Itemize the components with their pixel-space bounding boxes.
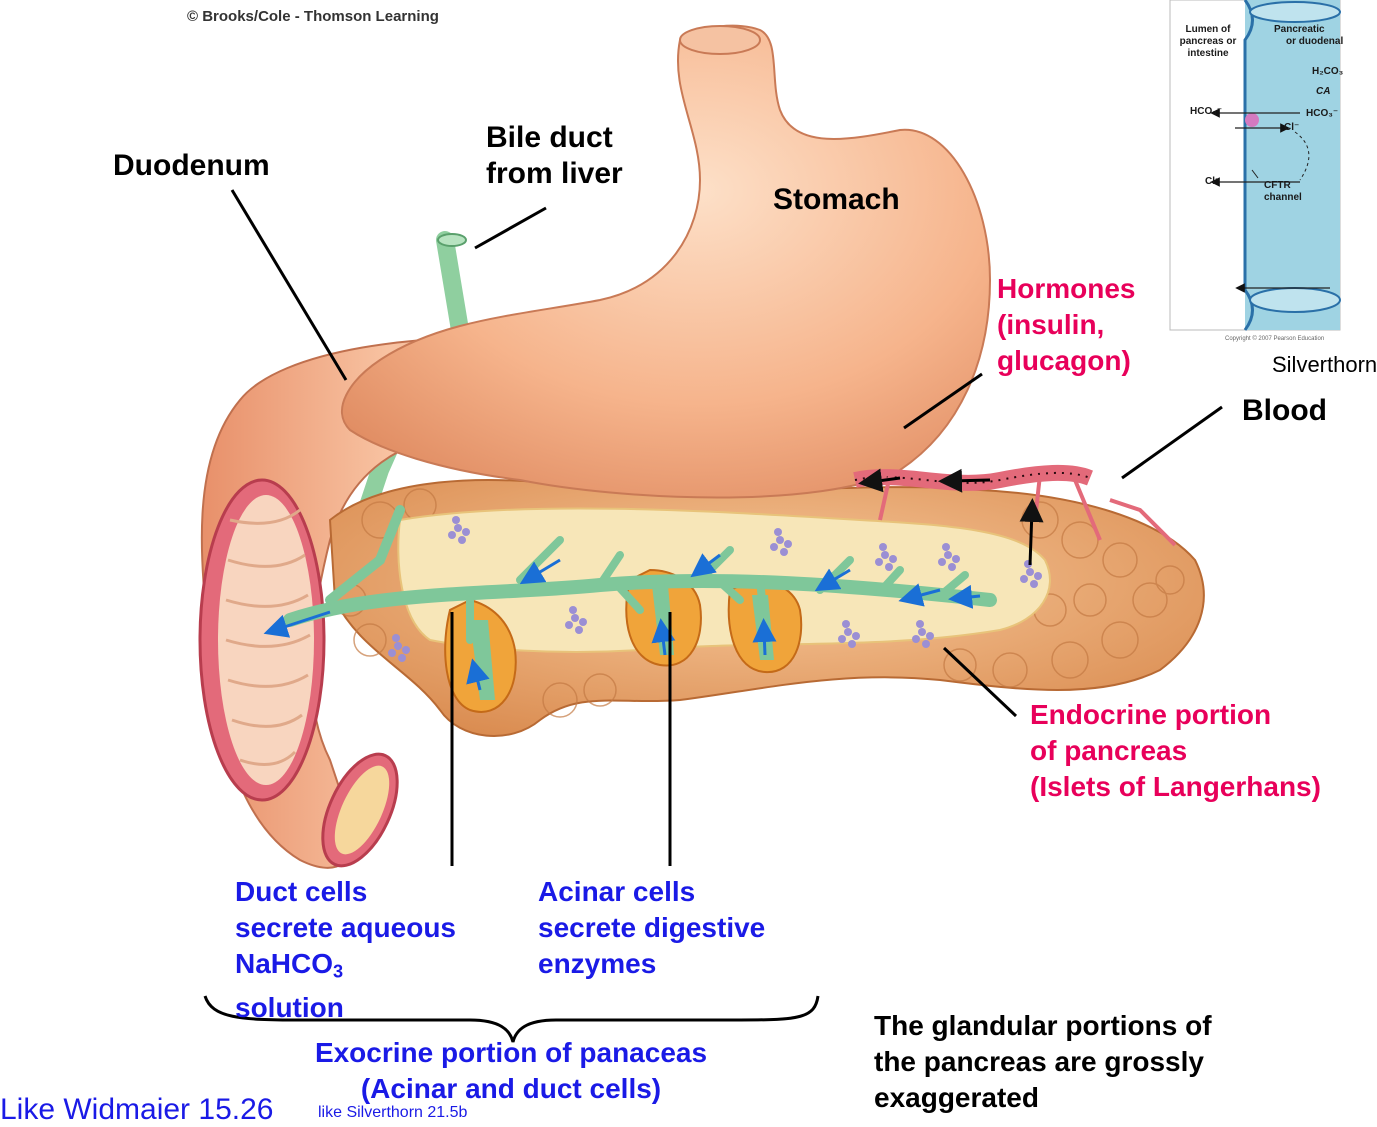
label-blood: Blood xyxy=(1242,394,1327,427)
blood-vessel xyxy=(853,464,1093,491)
label-endocrine-line2: of pancreas xyxy=(1030,735,1188,766)
inset-lumen-label: Lumen of pancreas or intestine xyxy=(1172,24,1244,60)
label-acinar-cells: Acinar cells secrete digestive enzymes xyxy=(538,874,765,982)
leader-lines xyxy=(230,189,1223,866)
inset-h2co3: H₂CO₃ xyxy=(1312,66,1344,77)
inset-hco3-right: HCO₃⁻ xyxy=(1306,108,1339,119)
hormone-flow-arrows xyxy=(858,468,1044,566)
label-duodenum: Duodenum xyxy=(113,149,270,182)
inset-ca: CA xyxy=(1316,86,1331,97)
bile-duct-leader xyxy=(474,206,547,250)
inset-lumen-line1: Lumen of xyxy=(1185,24,1231,35)
inset-lumen-line3: intestine xyxy=(1187,48,1229,59)
label-duct-cells-line2: secrete aqueous xyxy=(235,912,456,943)
inset-panel xyxy=(1169,0,1341,331)
label-note: The glandular portions of the pancreas a… xyxy=(874,1008,1212,1116)
label-note-line1: The glandular portions of xyxy=(874,1010,1212,1041)
label-acinar-cells-line2: secrete digestive xyxy=(538,912,766,943)
label-acinar-cells-line1: Acinar cells xyxy=(538,876,696,907)
inset-cftr: CFTR channel xyxy=(1264,180,1302,204)
nahco3-text: NaHCO xyxy=(235,948,334,979)
label-exocrine-line2: (Acinar and duct cells) xyxy=(360,1073,662,1104)
pancreatic-duct xyxy=(283,505,997,644)
blood-leader xyxy=(1121,405,1223,480)
label-note-line2: the pancreas are grossly xyxy=(874,1046,1204,1077)
secretion-flow-arrows xyxy=(263,553,981,691)
label-bile-duct-line1: Bile duct xyxy=(486,121,613,154)
inset-copyright: Copyright © 2007 Pearson Education xyxy=(1225,336,1325,342)
label-bile-duct-line2: from liver xyxy=(486,157,623,190)
hormones-leader xyxy=(903,372,983,430)
exocrine-brace xyxy=(203,995,820,1043)
inset-pancreatic-line2: or duodenal xyxy=(1286,36,1344,47)
label-endocrine: Endocrine portion of pancreas (Islets of… xyxy=(1030,697,1321,805)
inset-cftr-line1: CFTR xyxy=(1264,180,1291,191)
inset-cl-1: Cl⁻ xyxy=(1284,122,1300,133)
nahco3-subscript: 3 xyxy=(333,961,344,982)
label-bile-duct: Bile duct from liver xyxy=(486,120,623,192)
inset-cftr-line2: channel xyxy=(1264,192,1302,203)
inset-pancreatic-label: Pancreatic or duodenal xyxy=(1274,24,1343,48)
transporter-icon xyxy=(1245,113,1259,127)
endocrine-leader xyxy=(942,646,1018,718)
label-hormones-line2: (insulin, xyxy=(997,309,1105,340)
label-hormones-line3: glucagon) xyxy=(997,345,1131,376)
label-acinar-cells-line3: enzymes xyxy=(538,948,657,979)
label-duct-cells-line3: NaHCO3 xyxy=(235,946,456,990)
inset-lumen-line2: pancreas or xyxy=(1179,36,1237,47)
pancreas-anatomy-illustration xyxy=(198,0,1341,1043)
reference-silverthorn: like Silverthorn 21.5b xyxy=(318,1104,468,1121)
label-exocrine: Exocrine portion of panaceas (Acinar and… xyxy=(296,1035,726,1107)
label-inset-credit: Silverthorn xyxy=(1272,352,1377,377)
inset-pancreatic-line1: Pancreatic xyxy=(1274,24,1325,35)
label-endocrine-line3: (Islets of Langerhans) xyxy=(1030,771,1321,802)
duodenum-lumen xyxy=(198,478,326,802)
label-note-line3: exaggerated xyxy=(874,1082,1039,1113)
label-endocrine-line1: Endocrine portion xyxy=(1030,699,1272,730)
inset-cl-2: Cl⁻ xyxy=(1205,176,1221,187)
label-hormones-line1: Hormones xyxy=(997,273,1136,304)
reference-widmaier: Like Widmaier 15.26 xyxy=(0,1093,274,1126)
label-hormones: Hormones (insulin, glucagon) xyxy=(997,271,1135,379)
label-duct-cells: Duct cells secrete aqueous NaHCO3 soluti… xyxy=(235,874,456,1026)
duodenum-leader xyxy=(230,189,348,381)
label-stomach: Stomach xyxy=(773,183,900,216)
label-duct-cells-line1: Duct cells xyxy=(235,876,368,907)
islets-of-langerhans xyxy=(388,516,1042,662)
label-duct-cells-line4: solution xyxy=(235,991,344,1023)
inset-hco3-left: HCO₃⁻ xyxy=(1190,106,1223,117)
copyright: © Brooks/Cole - Thomson Learning xyxy=(187,8,439,25)
stomach-shape xyxy=(340,24,992,499)
label-exocrine-line1: Exocrine portion of panaceas xyxy=(314,1037,708,1068)
